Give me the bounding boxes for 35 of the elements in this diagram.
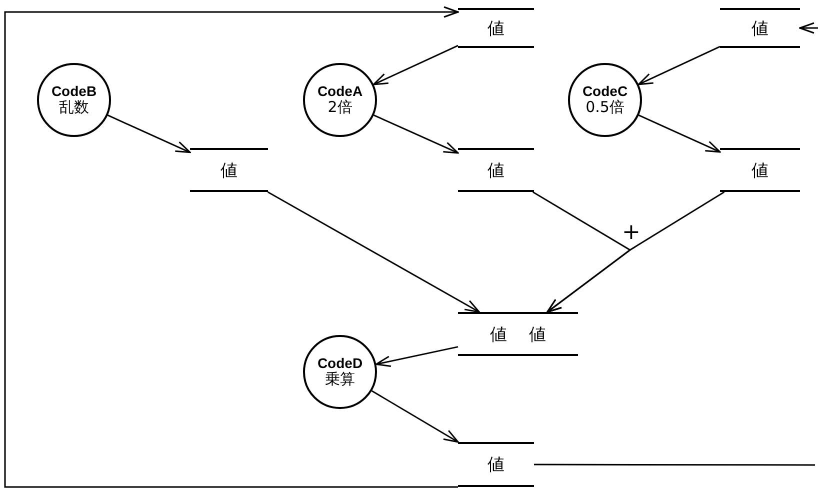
node-label: 値 <box>752 160 768 182</box>
node-label: 値 <box>488 454 504 476</box>
arrow <box>375 346 458 367</box>
arrow <box>372 44 458 86</box>
node-label: 乱数 <box>59 99 89 117</box>
node-label: CodeC <box>582 83 628 100</box>
data-store <box>458 442 534 487</box>
arrow <box>638 114 721 153</box>
data-store <box>720 148 800 192</box>
node-label: 値 <box>488 18 504 40</box>
arrow <box>267 191 480 313</box>
arrow <box>371 390 459 443</box>
data-store <box>458 312 578 356</box>
node-label: 値 <box>752 18 768 40</box>
arrow <box>373 114 459 154</box>
node-label: 0.5倍 <box>586 99 624 117</box>
data-store <box>458 8 534 48</box>
arrow <box>107 114 191 154</box>
node-label: 値 <box>488 160 504 182</box>
arrow <box>4 6 459 488</box>
node-label: 値 <box>529 324 546 346</box>
node-label: 2倍 <box>328 99 352 117</box>
node-label: 乗算 <box>325 371 355 389</box>
node-label: CodeB <box>51 83 97 100</box>
node-label: CodeD <box>317 355 363 372</box>
node-label: 値 <box>490 324 507 346</box>
data-store <box>720 8 800 48</box>
arrow <box>546 191 725 313</box>
operator-label: + <box>622 222 640 244</box>
arrow <box>799 22 818 34</box>
arrow <box>638 46 720 86</box>
data-store <box>458 148 534 192</box>
node-label: 値 <box>220 160 238 182</box>
data-store <box>190 148 268 192</box>
node-label: CodeA <box>317 83 363 100</box>
